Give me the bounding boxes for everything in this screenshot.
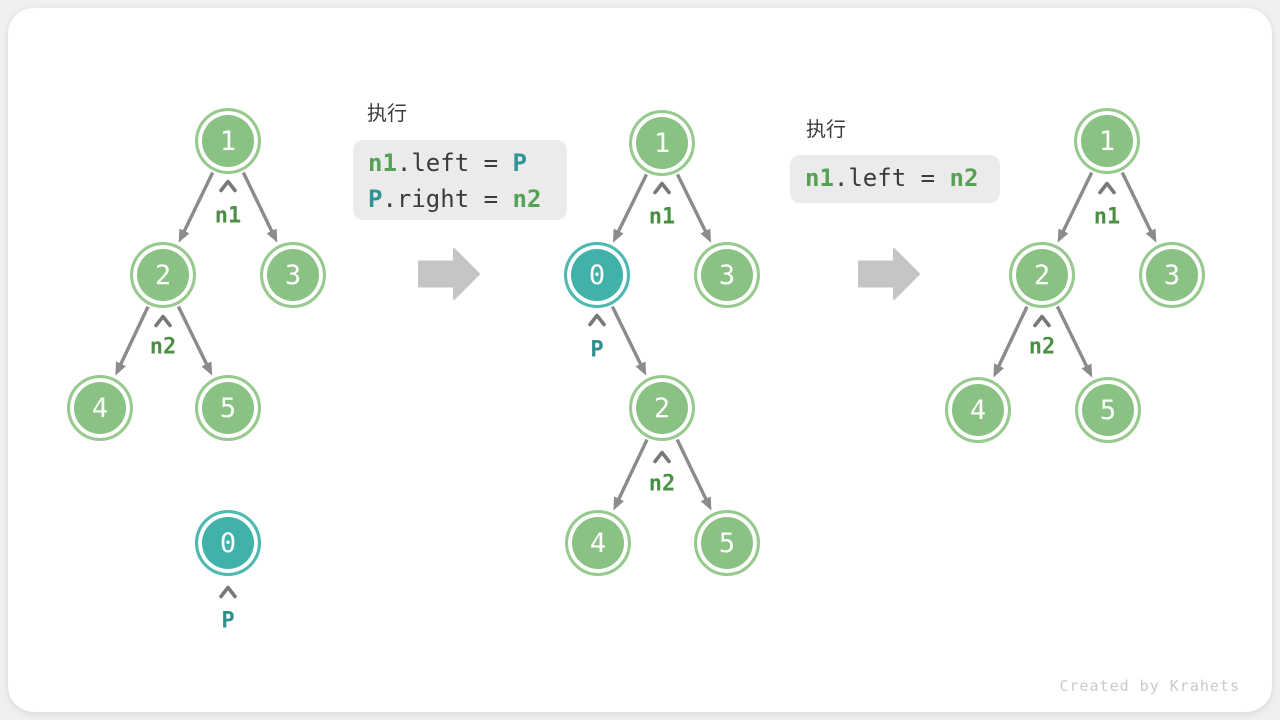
code-line: n1.left = P bbox=[368, 145, 567, 181]
tree-edge-arrowhead bbox=[115, 361, 126, 376]
tree-node-3: 3 bbox=[694, 242, 760, 308]
tree-node-4: 4 bbox=[565, 510, 631, 576]
tree-edge bbox=[1060, 171, 1094, 234]
tree-edge-arrowhead bbox=[1057, 228, 1069, 243]
code-token: n1 bbox=[368, 149, 397, 177]
tree-edge-arrowhead bbox=[613, 496, 624, 511]
tree-edge bbox=[616, 438, 649, 502]
tree-node-5: 5 bbox=[195, 375, 261, 441]
code-token: n2 bbox=[512, 185, 542, 213]
tree-node-2: 2 bbox=[629, 375, 695, 441]
pointer-label-P: P bbox=[590, 337, 604, 363]
tree-edge-arrowhead bbox=[266, 228, 278, 243]
tree-node-1: 1 bbox=[629, 110, 695, 176]
code-token: n1 bbox=[805, 164, 834, 192]
code-token: .left = bbox=[833, 164, 950, 192]
tree-edge-arrowhead bbox=[612, 228, 624, 243]
tree-edge bbox=[996, 305, 1029, 369]
tree-edge-arrowhead bbox=[993, 363, 1004, 378]
pointer-label-n2: n2 bbox=[648, 471, 676, 497]
tree-node-3: 3 bbox=[1139, 242, 1205, 308]
code-token: .left = bbox=[396, 149, 513, 177]
tree-edge bbox=[1120, 171, 1154, 234]
tree-edge-arrowhead bbox=[201, 361, 213, 376]
code-snippet-2: n1.left = n2 bbox=[790, 155, 1000, 203]
code-token: n2 bbox=[949, 164, 979, 192]
pointer-label-n1: n1 bbox=[214, 203, 242, 229]
pointer-label-n1: n1 bbox=[1093, 204, 1121, 230]
tree-edge bbox=[675, 173, 708, 234]
tree-node-1: 1 bbox=[1074, 108, 1140, 174]
pointer-caret-icon bbox=[219, 585, 237, 599]
tree-node-5: 5 bbox=[1075, 377, 1141, 443]
tree-edge-arrowhead bbox=[700, 496, 712, 511]
tree-edge bbox=[181, 171, 215, 234]
tree-edge bbox=[610, 305, 643, 367]
tree-edge-arrowhead bbox=[1081, 363, 1093, 378]
tree-node-1: 1 bbox=[195, 108, 261, 174]
pointer-caret-icon bbox=[1098, 181, 1116, 195]
tree-node-0: 0 bbox=[195, 510, 261, 576]
code-token: .right = bbox=[382, 185, 513, 213]
tree-edge bbox=[241, 171, 275, 234]
pointer-caret-icon bbox=[154, 314, 172, 328]
watermark-credit: Created by Krahets bbox=[1059, 677, 1240, 695]
pointer-caret-icon bbox=[653, 450, 671, 464]
code-token: P bbox=[368, 185, 383, 213]
tree-edge bbox=[118, 305, 150, 367]
tree-node-3: 3 bbox=[260, 242, 326, 308]
pointer-label-n2: n2 bbox=[1028, 334, 1056, 360]
transition-arrow-icon bbox=[418, 248, 480, 300]
transition-arrow-icon bbox=[858, 248, 920, 300]
tree-node-4: 4 bbox=[945, 377, 1011, 443]
exec-heading: 执行 bbox=[367, 103, 407, 125]
pointer-label-n2: n2 bbox=[149, 334, 177, 360]
tree-edge-arrowhead bbox=[635, 361, 647, 376]
pointer-label-P: P bbox=[221, 608, 235, 634]
tree-edge-arrowhead bbox=[1145, 228, 1157, 243]
code-line: P.right = n2 bbox=[368, 181, 567, 217]
tree-node-5: 5 bbox=[694, 510, 760, 576]
code-line: n1.left = n2 bbox=[805, 160, 1000, 196]
pointer-caret-icon bbox=[653, 181, 671, 195]
tree-edge bbox=[616, 173, 649, 234]
exec-heading: 执行 bbox=[806, 119, 846, 141]
tree-node-2: 2 bbox=[1009, 242, 1075, 308]
pointer-label-n1: n1 bbox=[648, 204, 676, 230]
code-token: P bbox=[512, 149, 527, 177]
tree-edge bbox=[176, 305, 209, 367]
tree-edge-arrowhead bbox=[700, 228, 712, 243]
tree-edge-arrowhead bbox=[178, 228, 190, 243]
tree-node-4: 4 bbox=[67, 375, 133, 441]
pointer-caret-icon bbox=[219, 179, 237, 193]
pointer-caret-icon bbox=[588, 313, 606, 327]
tree-node-2: 2 bbox=[130, 242, 196, 308]
pointer-caret-icon bbox=[1033, 314, 1051, 328]
tree-edge bbox=[1055, 305, 1089, 369]
tree-edge bbox=[675, 438, 709, 502]
tree-node-0: 0 bbox=[564, 242, 630, 308]
